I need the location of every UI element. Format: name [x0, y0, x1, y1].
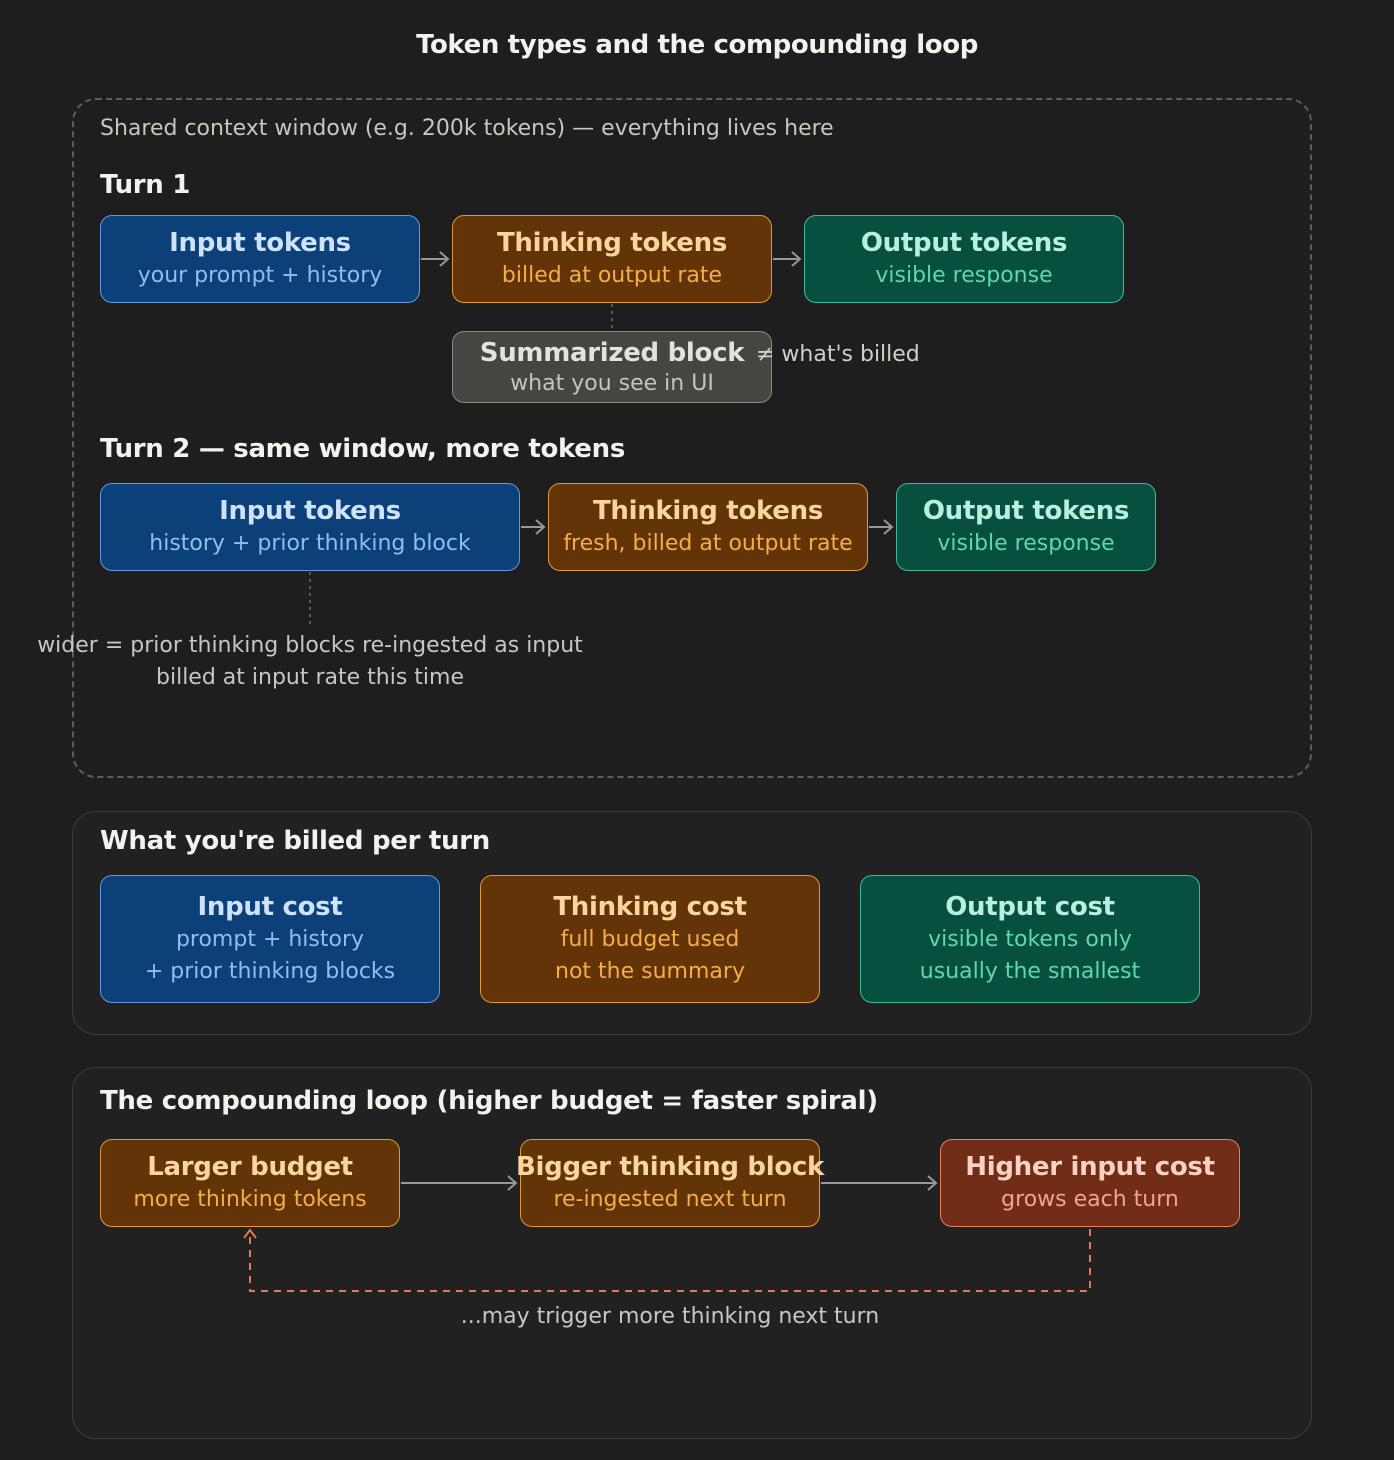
- turn1-input-title: Input tokens: [169, 228, 351, 258]
- bigger-thinking-block-box: Bigger thinking block re-ingested next t…: [516, 1139, 824, 1227]
- larger-budget-box: Larger budget more thinking tokens: [100, 1139, 400, 1227]
- turn2-input-title: Input tokens: [219, 496, 401, 526]
- billing-heading: What you're billed per turn: [100, 826, 490, 856]
- input-cost-line1: prompt + history: [175, 927, 365, 952]
- not-billed-note: ≠ what's billed: [756, 342, 920, 367]
- turn1-output-title: Output tokens: [860, 228, 1068, 258]
- thinking-cost-line2: not the summary: [555, 959, 745, 984]
- turn2-input-sub: history + prior thinking block: [149, 531, 471, 556]
- thinking-cost-box: Thinking cost full budget used not the s…: [480, 875, 820, 1003]
- bigger-block-sub: re-ingested next turn: [553, 1187, 787, 1212]
- feedback-note: ...may trigger more thinking next turn: [460, 1304, 880, 1329]
- summarized-block-box: Summarized block what you see in UI: [452, 331, 772, 403]
- loop-panel: [72, 1067, 1312, 1439]
- input-cost-line2: + prior thinking blocks: [144, 959, 396, 984]
- turn2-output-sub: visible response: [937, 531, 1115, 556]
- output-cost-line2: usually the smallest: [919, 959, 1141, 984]
- turn1-thinking-sub: billed at output rate: [501, 263, 723, 288]
- higher-cost-title: Higher input cost: [965, 1152, 1215, 1182]
- summary-sub: what you see in UI: [510, 371, 714, 396]
- turn2-thinking-sub: fresh, billed at output rate: [563, 531, 853, 556]
- turn1-input-tokens-box: Input tokens your prompt + history: [100, 215, 420, 303]
- turn1-thinking-tokens-box: Thinking tokens billed at output rate: [452, 215, 772, 303]
- diagram-title: Token types and the compounding loop: [416, 30, 978, 60]
- feedback-loop-arrow: [249, 1229, 1091, 1292]
- reingest-note: wider = prior thinking blocks re-ingeste…: [20, 630, 600, 694]
- context-window-caption: Shared context window (e.g. 200k tokens)…: [100, 116, 834, 141]
- arrowhead-loop-a: [507, 1175, 518, 1191]
- larger-budget-title: Larger budget: [147, 1152, 353, 1182]
- reingest-note-line1: wider = prior thinking blocks re-ingeste…: [37, 633, 583, 658]
- turn1-heading: Turn 1: [100, 170, 191, 200]
- arrowhead-loop-b: [927, 1175, 938, 1191]
- turn1-output-sub: visible response: [875, 263, 1053, 288]
- arrowhead-t2-b: [883, 519, 894, 535]
- reingest-note-line2: billed at input rate this time: [156, 665, 464, 690]
- arrowhead-t1-b: [791, 251, 802, 267]
- context-window-panel: [72, 98, 1312, 778]
- loop-heading: The compounding loop (higher budget = fa…: [100, 1086, 878, 1116]
- thinking-cost-title: Thinking cost: [553, 892, 747, 922]
- higher-input-cost-box: Higher input cost grows each turn: [940, 1139, 1240, 1227]
- turn2-heading: Turn 2 — same window, more tokens: [100, 434, 626, 464]
- larger-budget-sub: more thinking tokens: [133, 1187, 367, 1212]
- turn2-output-tokens-box: Output tokens visible response: [896, 483, 1156, 571]
- thinking-cost-line1: full budget used: [560, 927, 740, 952]
- turn2-output-title: Output tokens: [922, 496, 1130, 526]
- input-cost-title: Input cost: [197, 892, 343, 922]
- arrowhead-t1-a: [439, 251, 450, 267]
- output-cost-title: Output cost: [945, 892, 1115, 922]
- turn1-thinking-title: Thinking tokens: [496, 228, 728, 258]
- turn1-output-tokens-box: Output tokens visible response: [804, 215, 1124, 303]
- turn2-thinking-tokens-box: Thinking tokens fresh, billed at output …: [548, 483, 868, 571]
- bigger-block-title: Bigger thinking block: [516, 1152, 824, 1182]
- feedback-arrowhead: [243, 1228, 257, 1239]
- input-cost-box: Input cost prompt + history + prior thin…: [100, 875, 440, 1003]
- output-cost-line1: visible tokens only: [928, 927, 1132, 952]
- higher-cost-sub: grows each turn: [1001, 1187, 1179, 1212]
- output-cost-box: Output cost visible tokens only usually …: [860, 875, 1200, 1003]
- arrowhead-t2-a: [535, 519, 546, 535]
- turn2-thinking-title: Thinking tokens: [592, 496, 824, 526]
- turn2-input-tokens-box: Input tokens history + prior thinking bl…: [100, 483, 520, 571]
- turn1-input-sub: your prompt + history: [137, 263, 383, 288]
- summary-title: Summarized block: [479, 338, 745, 368]
